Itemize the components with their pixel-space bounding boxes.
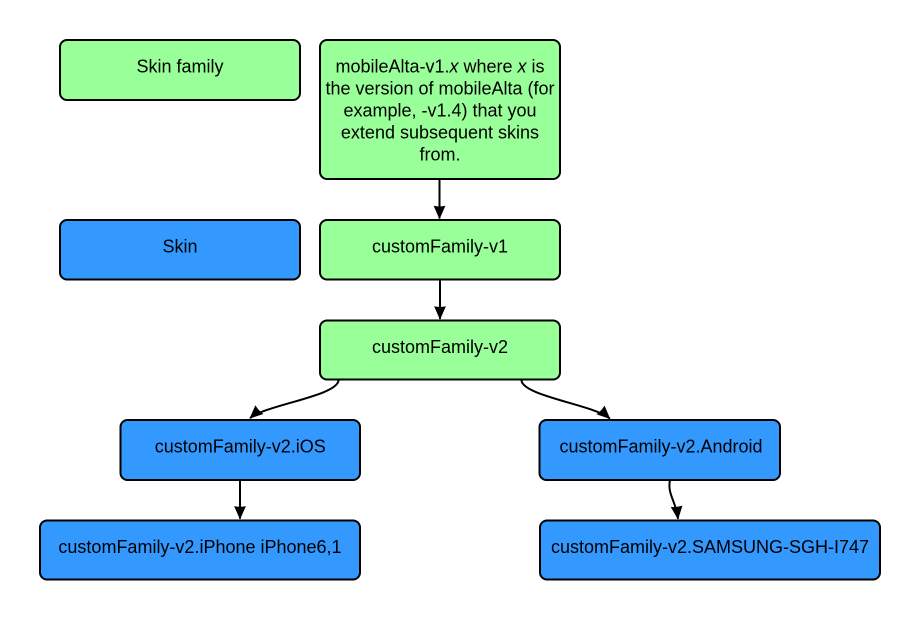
- svg-text:Skin family: Skin family: [136, 57, 223, 77]
- svg-text:customFamily-v2.iPhone iPhone6: customFamily-v2.iPhone iPhone6,1: [58, 537, 341, 557]
- svg-text:example, -v1.4) that you: example, -v1.4) that you: [343, 101, 536, 121]
- svg-text:extend subsequent skins: extend subsequent skins: [341, 123, 539, 143]
- svg-text:mobileAlta-v1.x where x is: mobileAlta-v1.x where x is: [335, 57, 544, 77]
- svg-text:customFamily-v2: customFamily-v2: [372, 337, 508, 357]
- svg-text:customFamily-v2.iOS: customFamily-v2.iOS: [155, 437, 326, 457]
- svg-text:from.: from.: [419, 145, 460, 165]
- svg-text:Skin: Skin: [162, 237, 197, 257]
- svg-text:customFamily-v1: customFamily-v1: [372, 237, 508, 257]
- svg-text:customFamily-v2.Android: customFamily-v2.Android: [559, 437, 762, 457]
- svg-text:the version of mobileAlta (for: the version of mobileAlta (for: [325, 79, 554, 99]
- svg-text:customFamily-v2.SAMSUNG-SGH-I7: customFamily-v2.SAMSUNG-SGH-I747: [551, 537, 869, 557]
